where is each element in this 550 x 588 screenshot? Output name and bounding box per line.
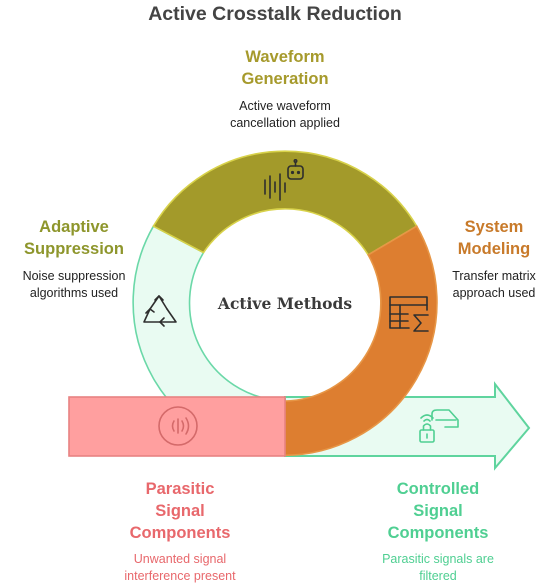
waveform-generation-desc-1: Active waveform	[239, 99, 331, 113]
controlled-components-block: Controlled Signal Components Parasitic s…	[358, 478, 518, 585]
parasitic-heading-2: Signal	[155, 502, 205, 520]
locked-vehicle-icon	[419, 409, 459, 443]
adaptive-suppression-heading-1: Adaptive	[39, 218, 109, 236]
signal-waves-icon	[158, 406, 198, 446]
ring-segment-waveform-generation	[152, 150, 418, 256]
waveform-generation-heading-2: Generation	[241, 70, 329, 88]
waveform-generation-heading-1: Waveform	[245, 48, 325, 66]
parasitic-heading-3: Components	[129, 524, 231, 542]
system-modeling-desc-2: approach used	[452, 286, 536, 300]
diagram-title: Active Crosstalk Reduction	[148, 3, 402, 25]
parasitic-desc-2: interference present	[124, 569, 236, 583]
parasitic-heading-1: Parasitic	[145, 480, 215, 498]
waveform-generation-block: Waveform Generation Active waveform canc…	[185, 46, 385, 132]
system-modeling-block: System Modeling Transfer matrix approach…	[440, 216, 548, 302]
controlled-desc-2: filtered	[419, 569, 457, 583]
adaptive-suppression-desc-2: algorithms used	[29, 286, 119, 300]
controlled-heading-2: Signal	[413, 502, 463, 520]
recycle-arrows-icon	[143, 295, 177, 327]
controlled-desc-1: Parasitic signals are	[382, 552, 494, 566]
parasitic-desc-1: Unwanted signal	[133, 552, 227, 566]
table-sum-icon	[389, 296, 429, 332]
controlled-heading-3: Components	[387, 524, 489, 542]
adaptive-suppression-block: Adaptive Suppression Noise suppression a…	[4, 216, 144, 302]
parasitic-components-block: Parasitic Signal Components Unwanted sig…	[100, 478, 260, 585]
ring-segment-system-modeling	[284, 225, 438, 457]
system-modeling-desc-1: Transfer matrix	[452, 269, 536, 283]
system-modeling-heading-1: System	[464, 218, 524, 236]
parasitic-signal-bar	[68, 396, 286, 457]
system-modeling-heading-2: Modeling	[457, 240, 531, 258]
waveform-robot-icon	[264, 159, 304, 201]
adaptive-suppression-desc-1: Noise suppression	[22, 269, 126, 283]
adaptive-suppression-heading-2: Suppression	[24, 240, 124, 258]
controlled-heading-1: Controlled	[396, 480, 480, 498]
center-label: Active Methods	[217, 294, 353, 313]
waveform-generation-desc-2: cancellation applied	[230, 116, 340, 130]
